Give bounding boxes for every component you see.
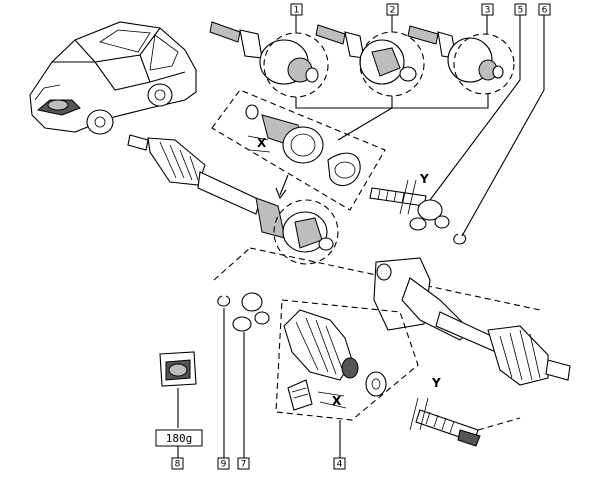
grease-sachet <box>159 351 197 387</box>
label-x-top: X <box>257 136 267 150</box>
upper-kit-parts <box>245 104 361 187</box>
callout-5: 5 <box>514 3 527 16</box>
shaft-segment-lower <box>415 409 481 447</box>
shaft-segment-upper <box>369 187 427 207</box>
lower-kit-parts <box>283 309 387 411</box>
grease-weight-box <box>155 429 203 447</box>
callout-4: 4 <box>333 457 346 470</box>
callout-9: 9 <box>217 457 230 470</box>
label-y-bottom: Y <box>431 376 441 390</box>
grease-weight-label: 180g <box>166 432 193 445</box>
lower-kit-outline <box>275 299 419 421</box>
svg-text:1: 1 <box>294 6 300 16</box>
svg-text:8: 8 <box>175 460 181 470</box>
label-y-top: Y <box>419 172 429 186</box>
callout-7: 7 <box>237 457 250 470</box>
upper-kit-outline <box>211 89 386 211</box>
callout-3: 3 <box>481 3 494 16</box>
svg-text:2: 2 <box>390 6 396 16</box>
svg-text:9: 9 <box>221 460 227 470</box>
main-axle-upper <box>127 134 339 265</box>
svg-text:7: 7 <box>241 460 247 470</box>
svg-text:6: 6 <box>542 6 548 16</box>
callout-8: 8 <box>171 457 184 470</box>
circlip-lower <box>217 295 231 307</box>
label-x-bottom: X <box>332 394 342 408</box>
svg-text:3: 3 <box>485 6 491 16</box>
car-illustration <box>29 21 197 135</box>
callout-1: 1 <box>290 3 303 16</box>
joint-type-1 <box>209 21 329 98</box>
svg-text:4: 4 <box>337 460 343 470</box>
svg-text:5: 5 <box>518 6 524 16</box>
main-axle-lower <box>373 257 571 386</box>
callout-2: 2 <box>386 3 399 16</box>
tripod-joint-lower <box>232 292 270 332</box>
circlip-top <box>453 233 467 245</box>
callout-6: 6 <box>538 3 551 16</box>
joint-type-3 <box>407 25 515 95</box>
